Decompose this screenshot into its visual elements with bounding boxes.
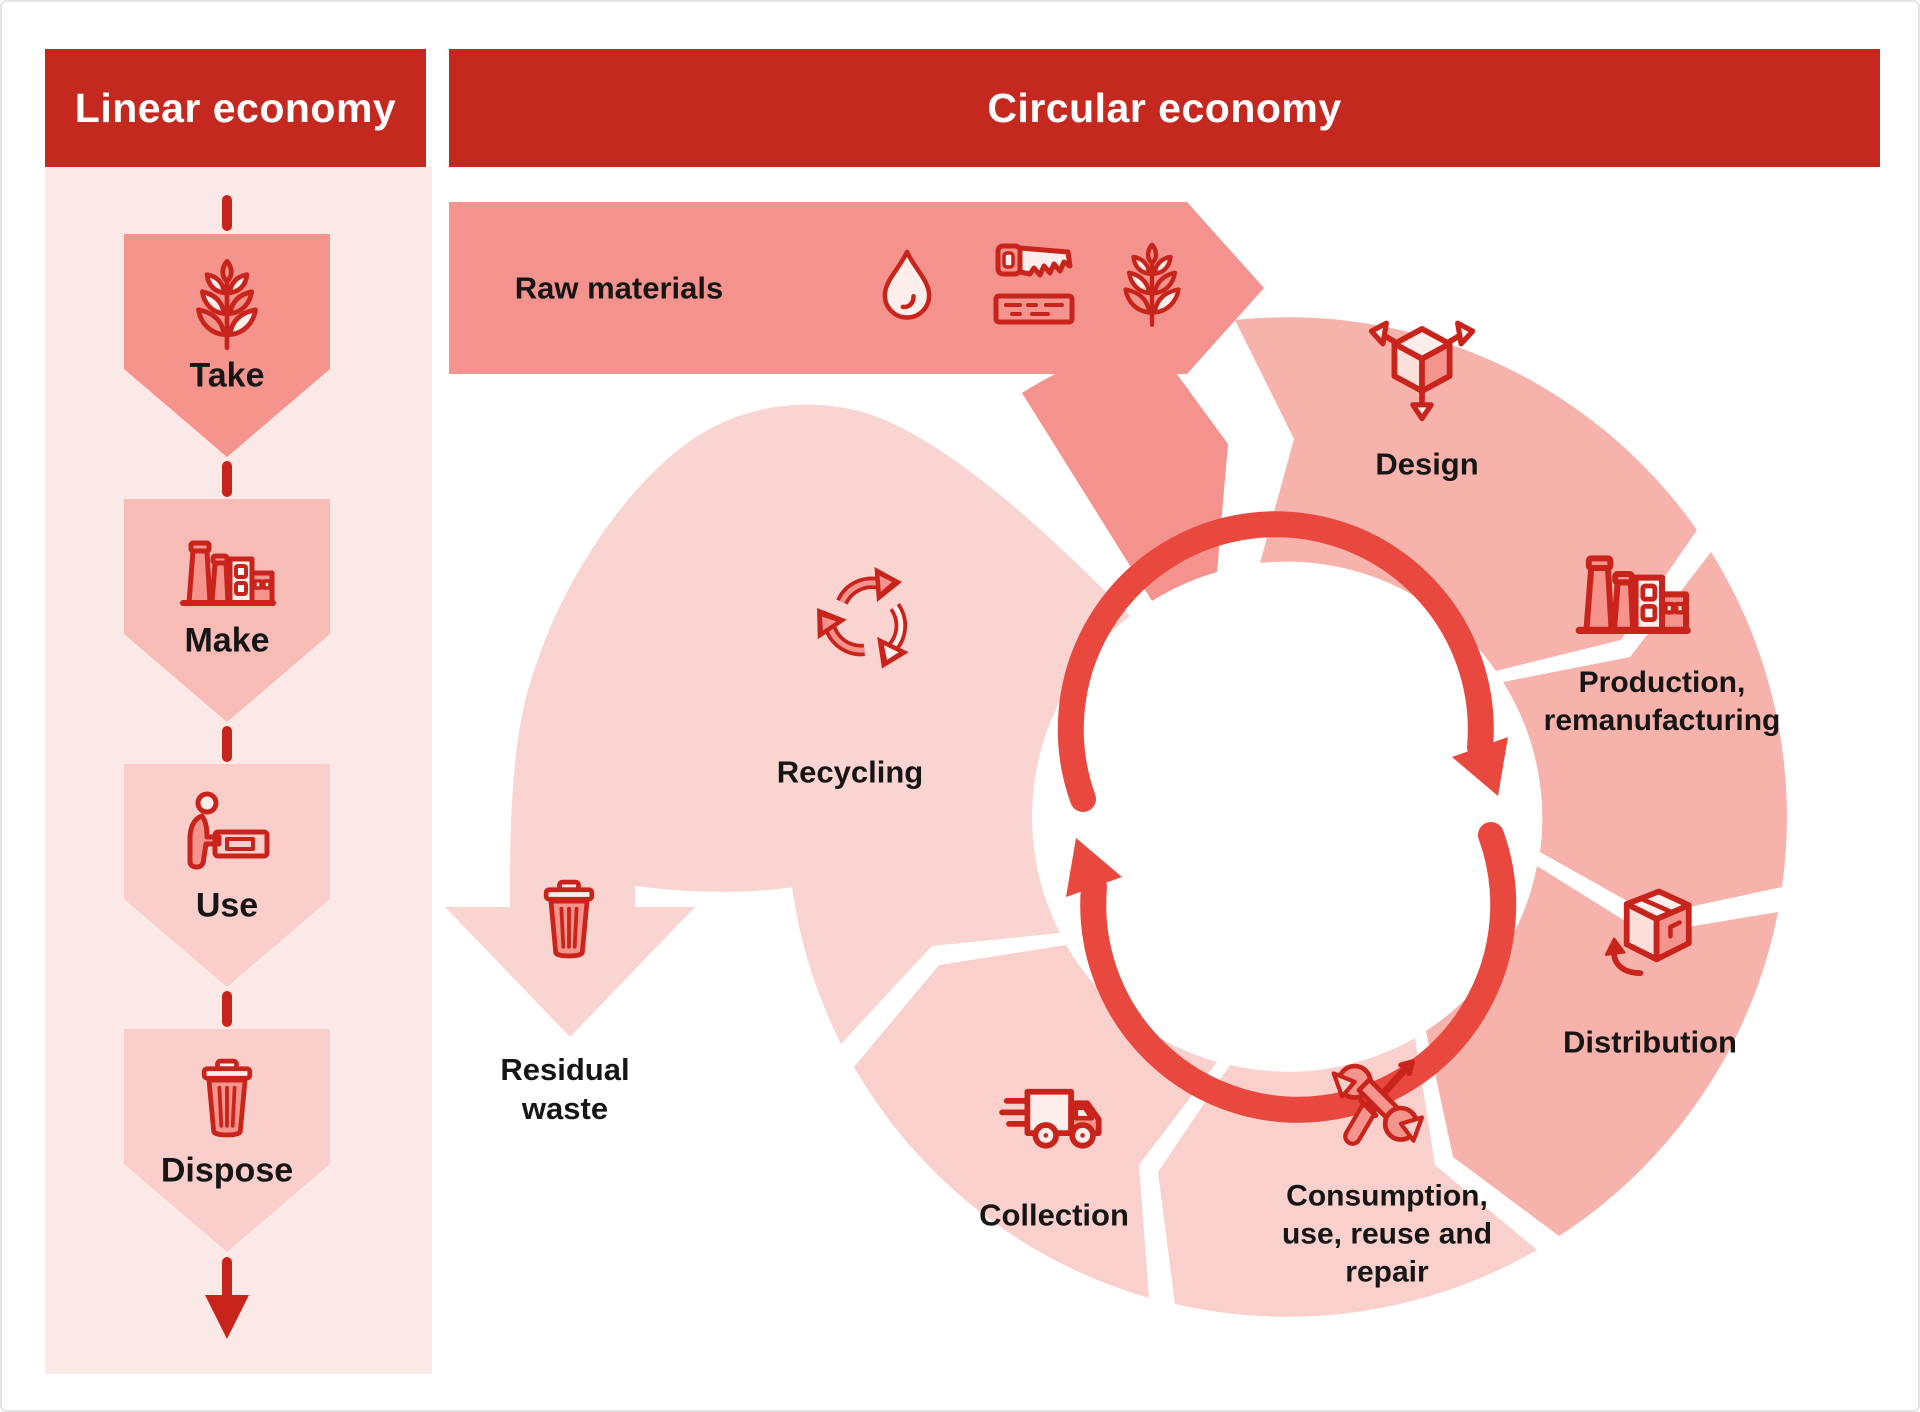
- raw-materials-band: [449, 202, 1264, 374]
- stage-label-collection: Collection: [979, 1197, 1129, 1233]
- design-segment: [1235, 317, 1697, 671]
- stage-label-consumption: Consumption, use, reuse and repair: [1281, 1179, 1493, 1288]
- trash-icon: [546, 882, 592, 956]
- linear-end-arrowhead: [205, 1295, 249, 1339]
- raw-materials-entry: [1022, 336, 1228, 601]
- linear-flow-connectors: [205, 195, 249, 1339]
- make-shape: [124, 499, 330, 722]
- linear-economy-title: Linear economy: [74, 84, 397, 131]
- dispose-shape: [124, 1029, 330, 1252]
- distribution-segment: [1426, 866, 1778, 1236]
- residual-waste-label: Residual waste: [500, 1051, 630, 1126]
- linear-flow: [124, 195, 330, 1339]
- trash-icon: [204, 1061, 250, 1135]
- stage-label-design: Design: [1375, 446, 1479, 482]
- production-segment: [1503, 552, 1787, 915]
- circular-ring: [445, 202, 1787, 1317]
- step-label-take: Take: [189, 356, 265, 395]
- recycling-blob-and-residual-arrow: [445, 404, 1130, 1044]
- stage-label-recycling: Recycling: [776, 754, 924, 790]
- linear-economy-header: Linear economy: [45, 49, 426, 167]
- raw-materials-label: Raw materials: [514, 270, 724, 306]
- step-label-make: Make: [184, 621, 270, 660]
- use-shape: [124, 764, 330, 987]
- step-label-use: Use: [195, 886, 259, 925]
- step-label-dispose: Dispose: [160, 1151, 294, 1190]
- cycle-arrows-icon: [1057, 511, 1517, 1123]
- stage-label-production: Production, remanufacturing: [1543, 666, 1781, 737]
- circular-economy-title: Circular economy: [987, 84, 1342, 131]
- stage-label-distribution: Distribution: [1563, 1024, 1737, 1060]
- circular-economy-header: Circular economy: [449, 49, 1880, 167]
